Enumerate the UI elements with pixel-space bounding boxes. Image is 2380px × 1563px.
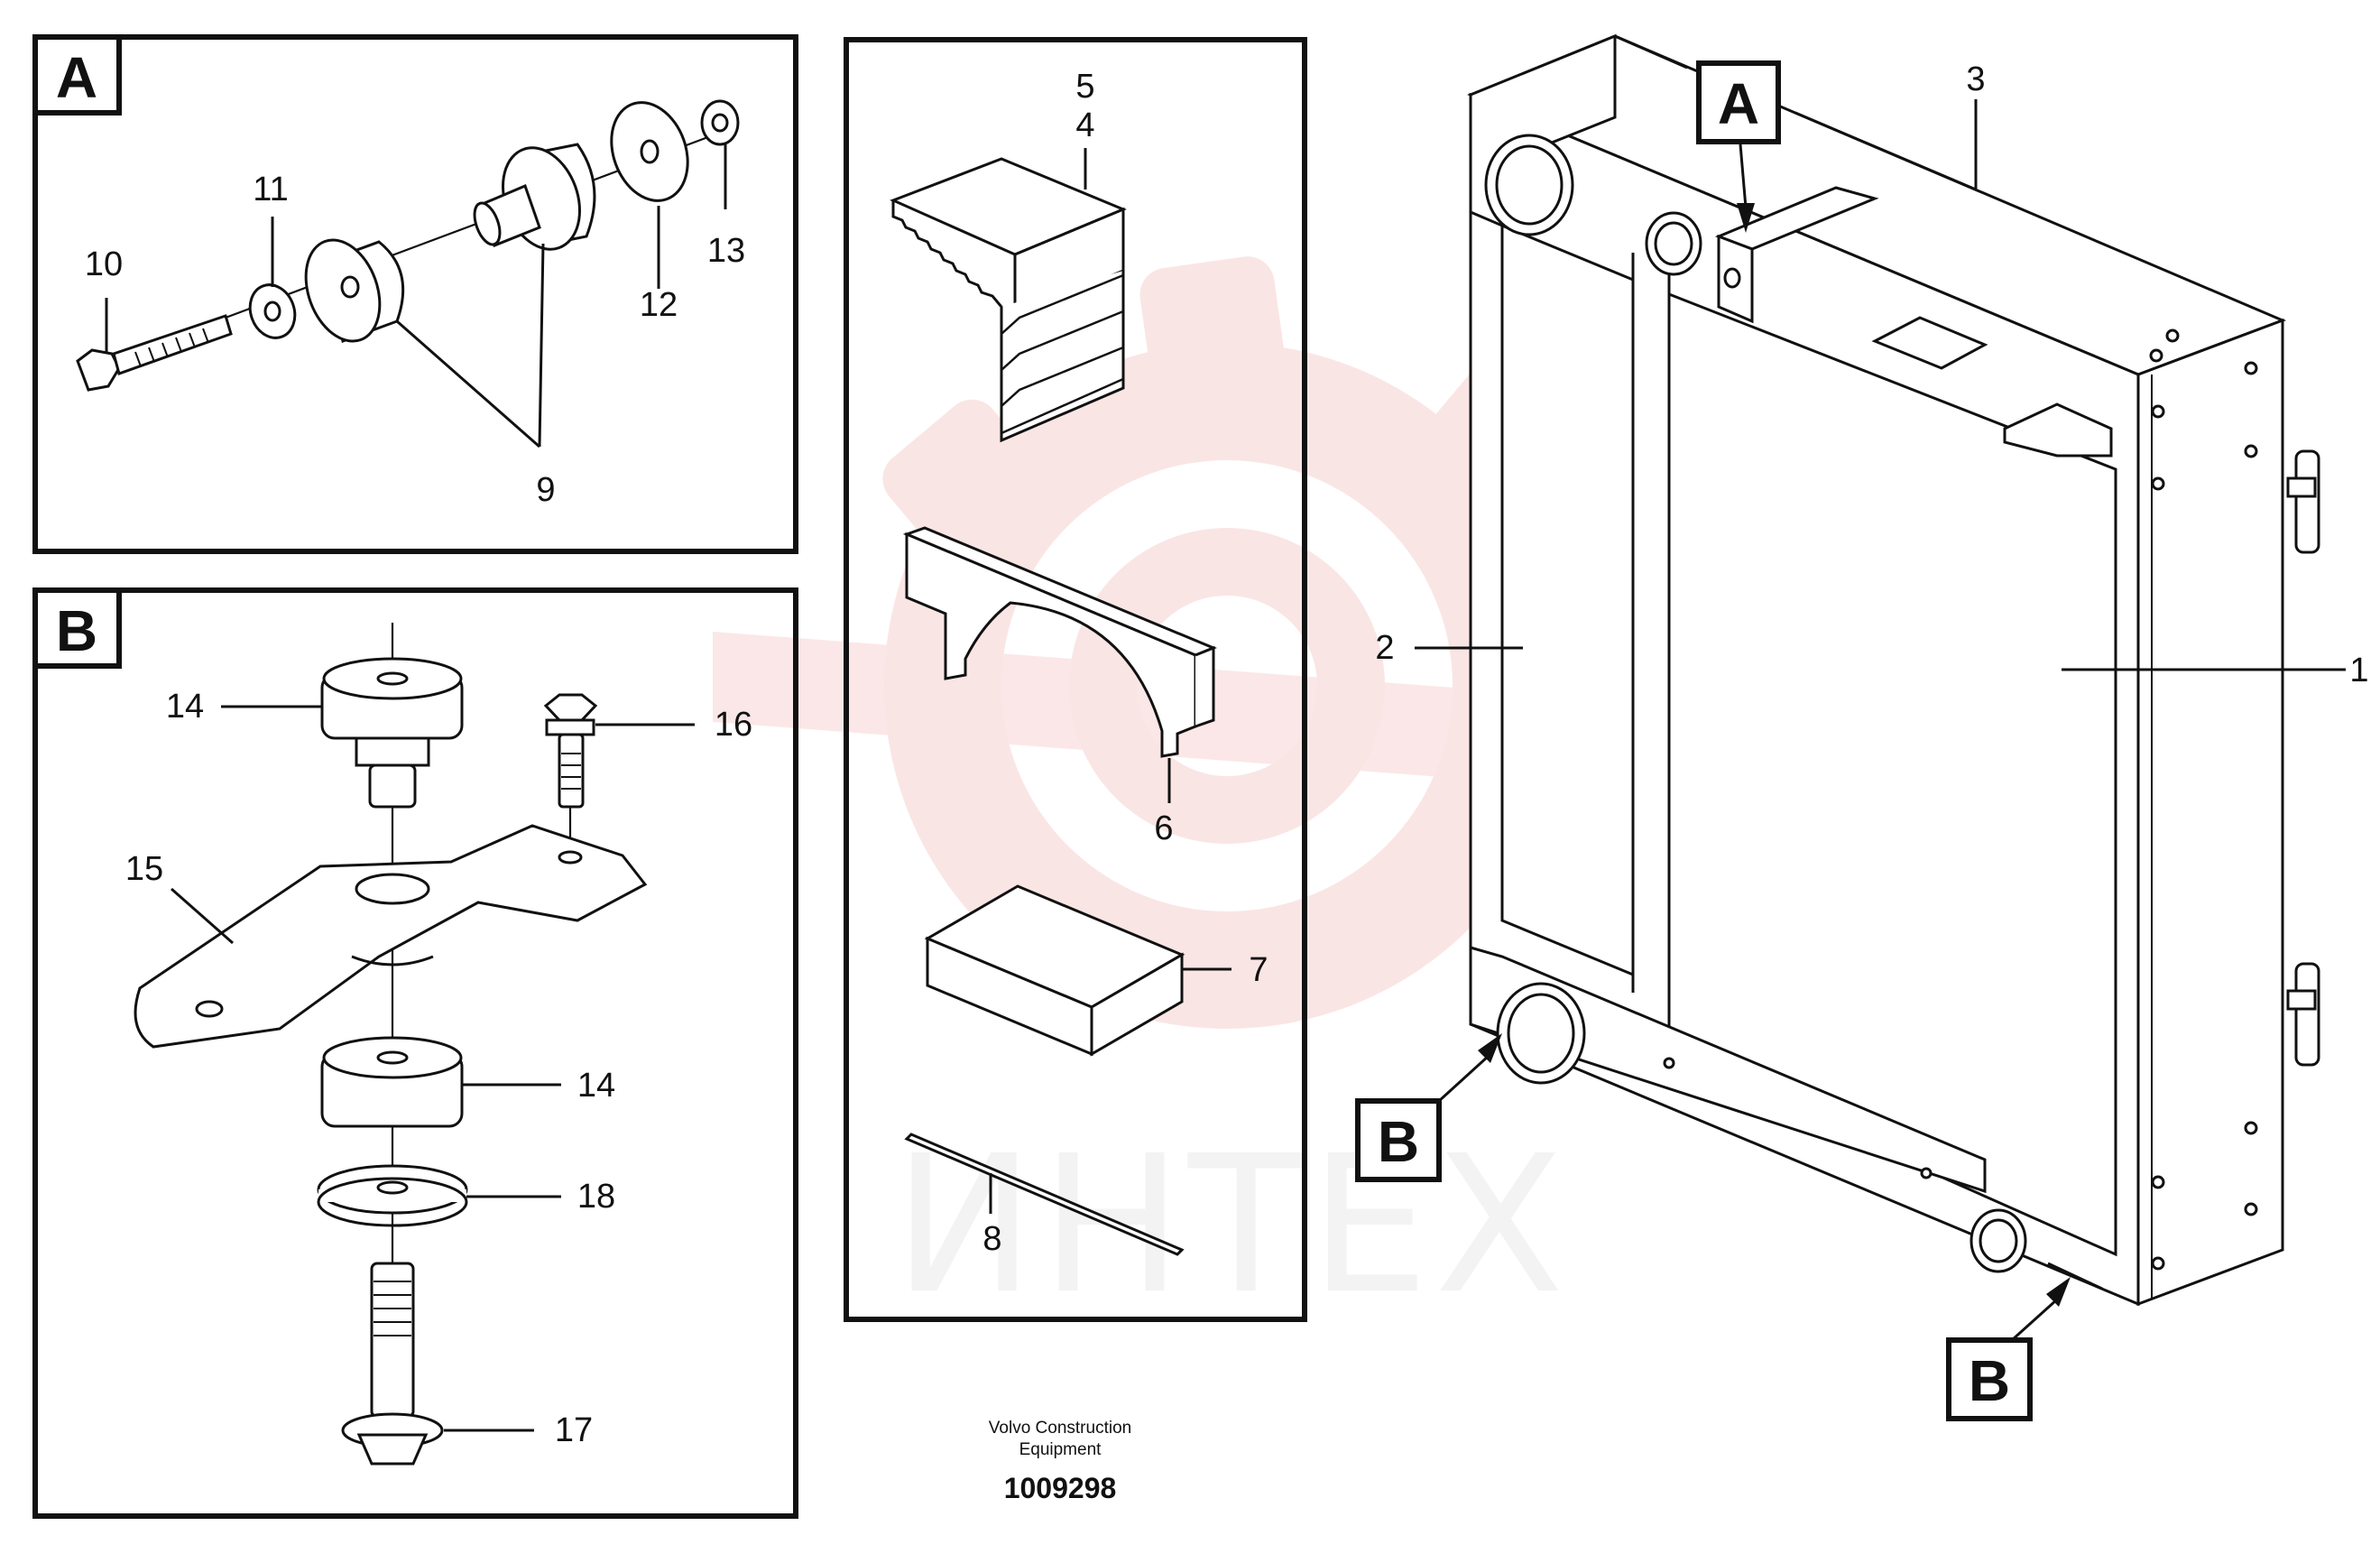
- callout-1: 1: [2349, 652, 2368, 689]
- callout-9: 9: [536, 471, 555, 509]
- bushing-9-front: [304, 238, 405, 343]
- outlet-pipe-top-right: [1645, 211, 1702, 276]
- leader-b-right: [2010, 1298, 2059, 1342]
- radiator-main-view: A B B 3 2 1: [1355, 33, 2369, 1421]
- callout-5: 5: [1075, 68, 1094, 106]
- callout-13: 13: [707, 232, 745, 270]
- hinge-upper: [2286, 449, 2320, 554]
- leader-b-left: [1437, 1054, 1490, 1103]
- leader-a-arrow: [1739, 143, 1748, 208]
- callout-3: 3: [1966, 60, 1985, 98]
- bolt-10: [76, 314, 233, 392]
- callout-18: 18: [577, 1178, 615, 1216]
- leader-9b: [538, 243, 545, 448]
- top-bracket-plate: [1871, 316, 1988, 370]
- leader-9a: [396, 319, 540, 449]
- arrow-b-right: [2046, 1277, 2071, 1307]
- bushing-14-bottom: [320, 1036, 464, 1128]
- arch-seal-6: [902, 526, 1217, 758]
- bolt-holes: [1663, 328, 2258, 1271]
- callout-4: 4: [1075, 106, 1094, 144]
- callout-14-top: 14: [166, 688, 204, 726]
- outlet-pipe-bottom-right: [1969, 1208, 2027, 1273]
- hinge-lower: [2286, 962, 2320, 1067]
- callout-17: 17: [555, 1411, 593, 1449]
- view-marker-b-right: B: [1969, 1348, 2010, 1413]
- view-marker-b-left: B: [1378, 1109, 1419, 1174]
- detail-a-panel: A: [32, 34, 798, 554]
- leader-15: [171, 887, 234, 945]
- bushing-9-rear: [473, 143, 596, 251]
- washer-18: [317, 1164, 468, 1227]
- detail-a-frame: [32, 34, 798, 554]
- view-marker-b-right-box: [1946, 1337, 2033, 1421]
- washer-12: [610, 101, 689, 202]
- caption: Volvo Construction Equipment 1009298: [989, 1419, 1131, 1504]
- callout-15: 15: [125, 850, 163, 888]
- top-mount-bracket: [1714, 186, 1879, 324]
- kit-panel: 5 4 6 7 8: [844, 37, 1307, 1322]
- washer-11: [248, 283, 297, 339]
- leader-a-main: [1614, 34, 1688, 69]
- view-marker-a-box: [1696, 60, 1781, 144]
- caption-line-1: Volvo Construction: [989, 1419, 1131, 1438]
- comb-seal-4-5: [890, 157, 1127, 443]
- caption-line-2: Equipment: [1019, 1440, 1102, 1459]
- callout-7: 7: [1249, 951, 1268, 989]
- nut-13: [700, 99, 740, 146]
- leader-b-right-edge: [2047, 1262, 2103, 1290]
- radiator-frame: [1467, 33, 2287, 1307]
- bushing-14-top: [320, 657, 464, 809]
- callout-11: 11: [253, 171, 288, 208]
- bolt-16: [543, 693, 598, 809]
- view-marker-a: A: [1718, 71, 1759, 136]
- inlet-pipe-bottom: [1496, 982, 1586, 1085]
- bracket-15: [134, 824, 648, 1049]
- callout-14-bottom: 14: [577, 1067, 615, 1105]
- callout-16: 16: [715, 706, 752, 744]
- bolt-17: [341, 1262, 444, 1466]
- detail-b-panel: B: [32, 587, 798, 1519]
- detail-b-frame: [32, 587, 798, 1519]
- callout-6: 6: [1154, 809, 1173, 847]
- detail-a-label-box: [32, 34, 122, 116]
- callout-10: 10: [85, 245, 123, 283]
- callout-8: 8: [982, 1220, 1001, 1258]
- inlet-pipe-top: [1484, 134, 1574, 236]
- arrow-b-left: [1478, 1033, 1502, 1063]
- callout-12: 12: [640, 286, 678, 324]
- strip-8: [904, 1133, 1185, 1256]
- document-number: 1009298: [1004, 1472, 1117, 1504]
- foam-block-7: [924, 884, 1185, 1057]
- detail-b-label: B: [56, 598, 97, 663]
- callout-2: 2: [1375, 629, 1394, 667]
- arrow-a: [1737, 203, 1755, 233]
- leader-3-top: [1794, 111, 1977, 191]
- detail-a-label: A: [56, 45, 97, 110]
- kit-frame: [844, 37, 1307, 1322]
- detail-b-label-box: [32, 587, 122, 669]
- watermark-text: ИНТЕХ: [893, 1114, 1570, 1336]
- view-marker-b-left-box: [1355, 1098, 1442, 1182]
- side-bracket-plate: [2003, 402, 2113, 458]
